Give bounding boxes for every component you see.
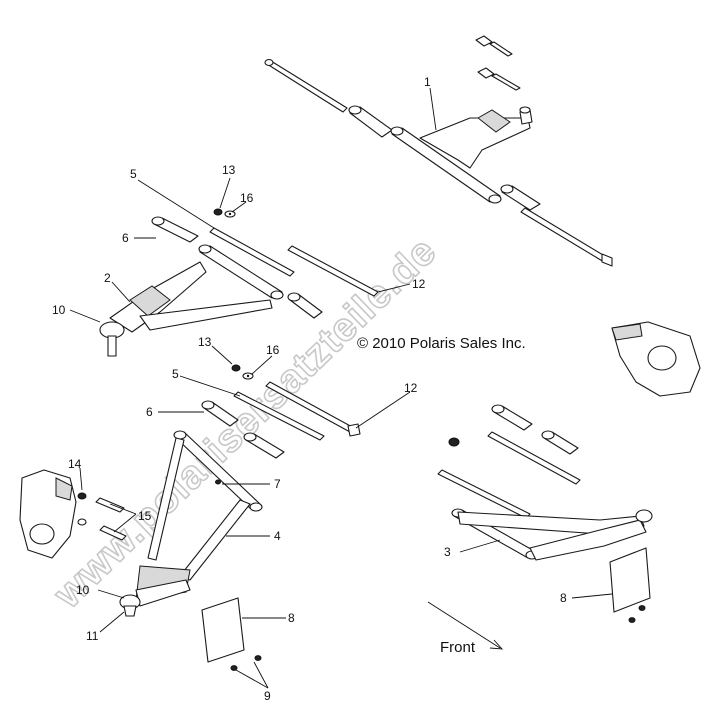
callout-1: 1 xyxy=(424,75,431,89)
callout-6b: 6 xyxy=(146,405,153,419)
callout-11: 11 xyxy=(86,629,99,643)
callout-10b: 10 xyxy=(76,583,90,597)
callout-5b: 5 xyxy=(172,367,179,381)
callout-12a: 12 xyxy=(412,277,426,291)
callout-7: 7 xyxy=(274,477,281,491)
upper-a-arm-assembly-1 xyxy=(264,35,613,267)
copyright-text: © 2010 Polaris Sales Inc. xyxy=(357,335,526,352)
callout-16a: 16 xyxy=(240,191,254,205)
callout-5a: 5 xyxy=(130,167,137,181)
skid-plate-8-right xyxy=(609,547,651,623)
callout-4: 4 xyxy=(274,529,281,543)
callout-14: 14 xyxy=(68,457,82,471)
callout-15: 15 xyxy=(138,509,152,523)
lower-a-arm-assembly-4 xyxy=(19,430,263,617)
upper-a-arm-assembly-2 xyxy=(99,208,379,357)
callout-9: 9 xyxy=(264,689,271,703)
callout-16b: 16 xyxy=(266,343,280,357)
callout-2: 2 xyxy=(104,271,111,285)
callout-13a: 13 xyxy=(222,163,236,177)
front-label: Front xyxy=(440,639,476,656)
callout-8b: 8 xyxy=(560,591,567,605)
lower-a-arm-assembly-3 xyxy=(437,321,701,561)
leader-lines xyxy=(69,87,613,689)
callout-8a: 8 xyxy=(288,611,295,625)
lower-arm-hardware xyxy=(201,364,361,459)
watermark-text: www.polarisersatzteile.de xyxy=(45,229,445,617)
callouts: 1 2 3 4 5 5 6 6 7 8 8 9 10 10 11 12 12 1… xyxy=(52,75,567,703)
callout-13b: 13 xyxy=(198,335,212,349)
callout-6a: 6 xyxy=(122,231,129,245)
callout-10a: 10 xyxy=(52,303,66,317)
skid-plate-8-left xyxy=(201,597,262,671)
callout-12b: 12 xyxy=(404,381,418,395)
callout-3: 3 xyxy=(444,545,451,559)
